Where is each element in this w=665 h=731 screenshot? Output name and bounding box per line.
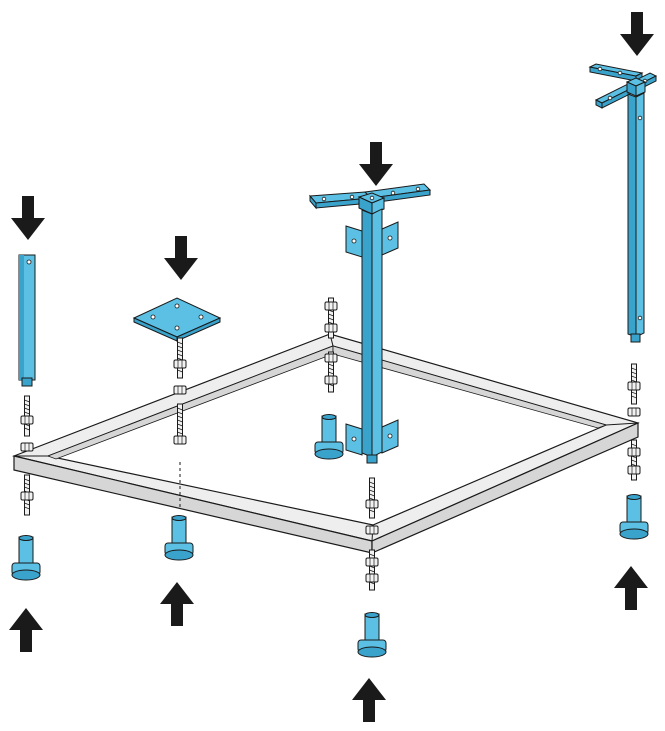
straight-post — [11, 196, 45, 387]
threaded-rod — [173, 337, 187, 510]
adjustable-foot — [160, 515, 194, 626]
adjustable-foot — [352, 612, 387, 722]
corner-post-with-brackets — [308, 142, 432, 464]
arrow-down-icon — [359, 142, 393, 186]
arrow-down-icon — [11, 196, 45, 240]
arrow-up-icon — [160, 582, 194, 626]
arrow-down-icon — [164, 236, 198, 280]
arrow-down-icon — [620, 12, 654, 56]
square-mount-plate — [132, 236, 222, 342]
adjustable-foot — [9, 535, 43, 652]
arrow-up-icon — [352, 678, 386, 722]
arrow-up-icon — [614, 566, 648, 610]
arrow-up-icon — [9, 608, 43, 652]
adjustable-foot — [614, 494, 649, 610]
tall-corner-post — [588, 12, 658, 343]
